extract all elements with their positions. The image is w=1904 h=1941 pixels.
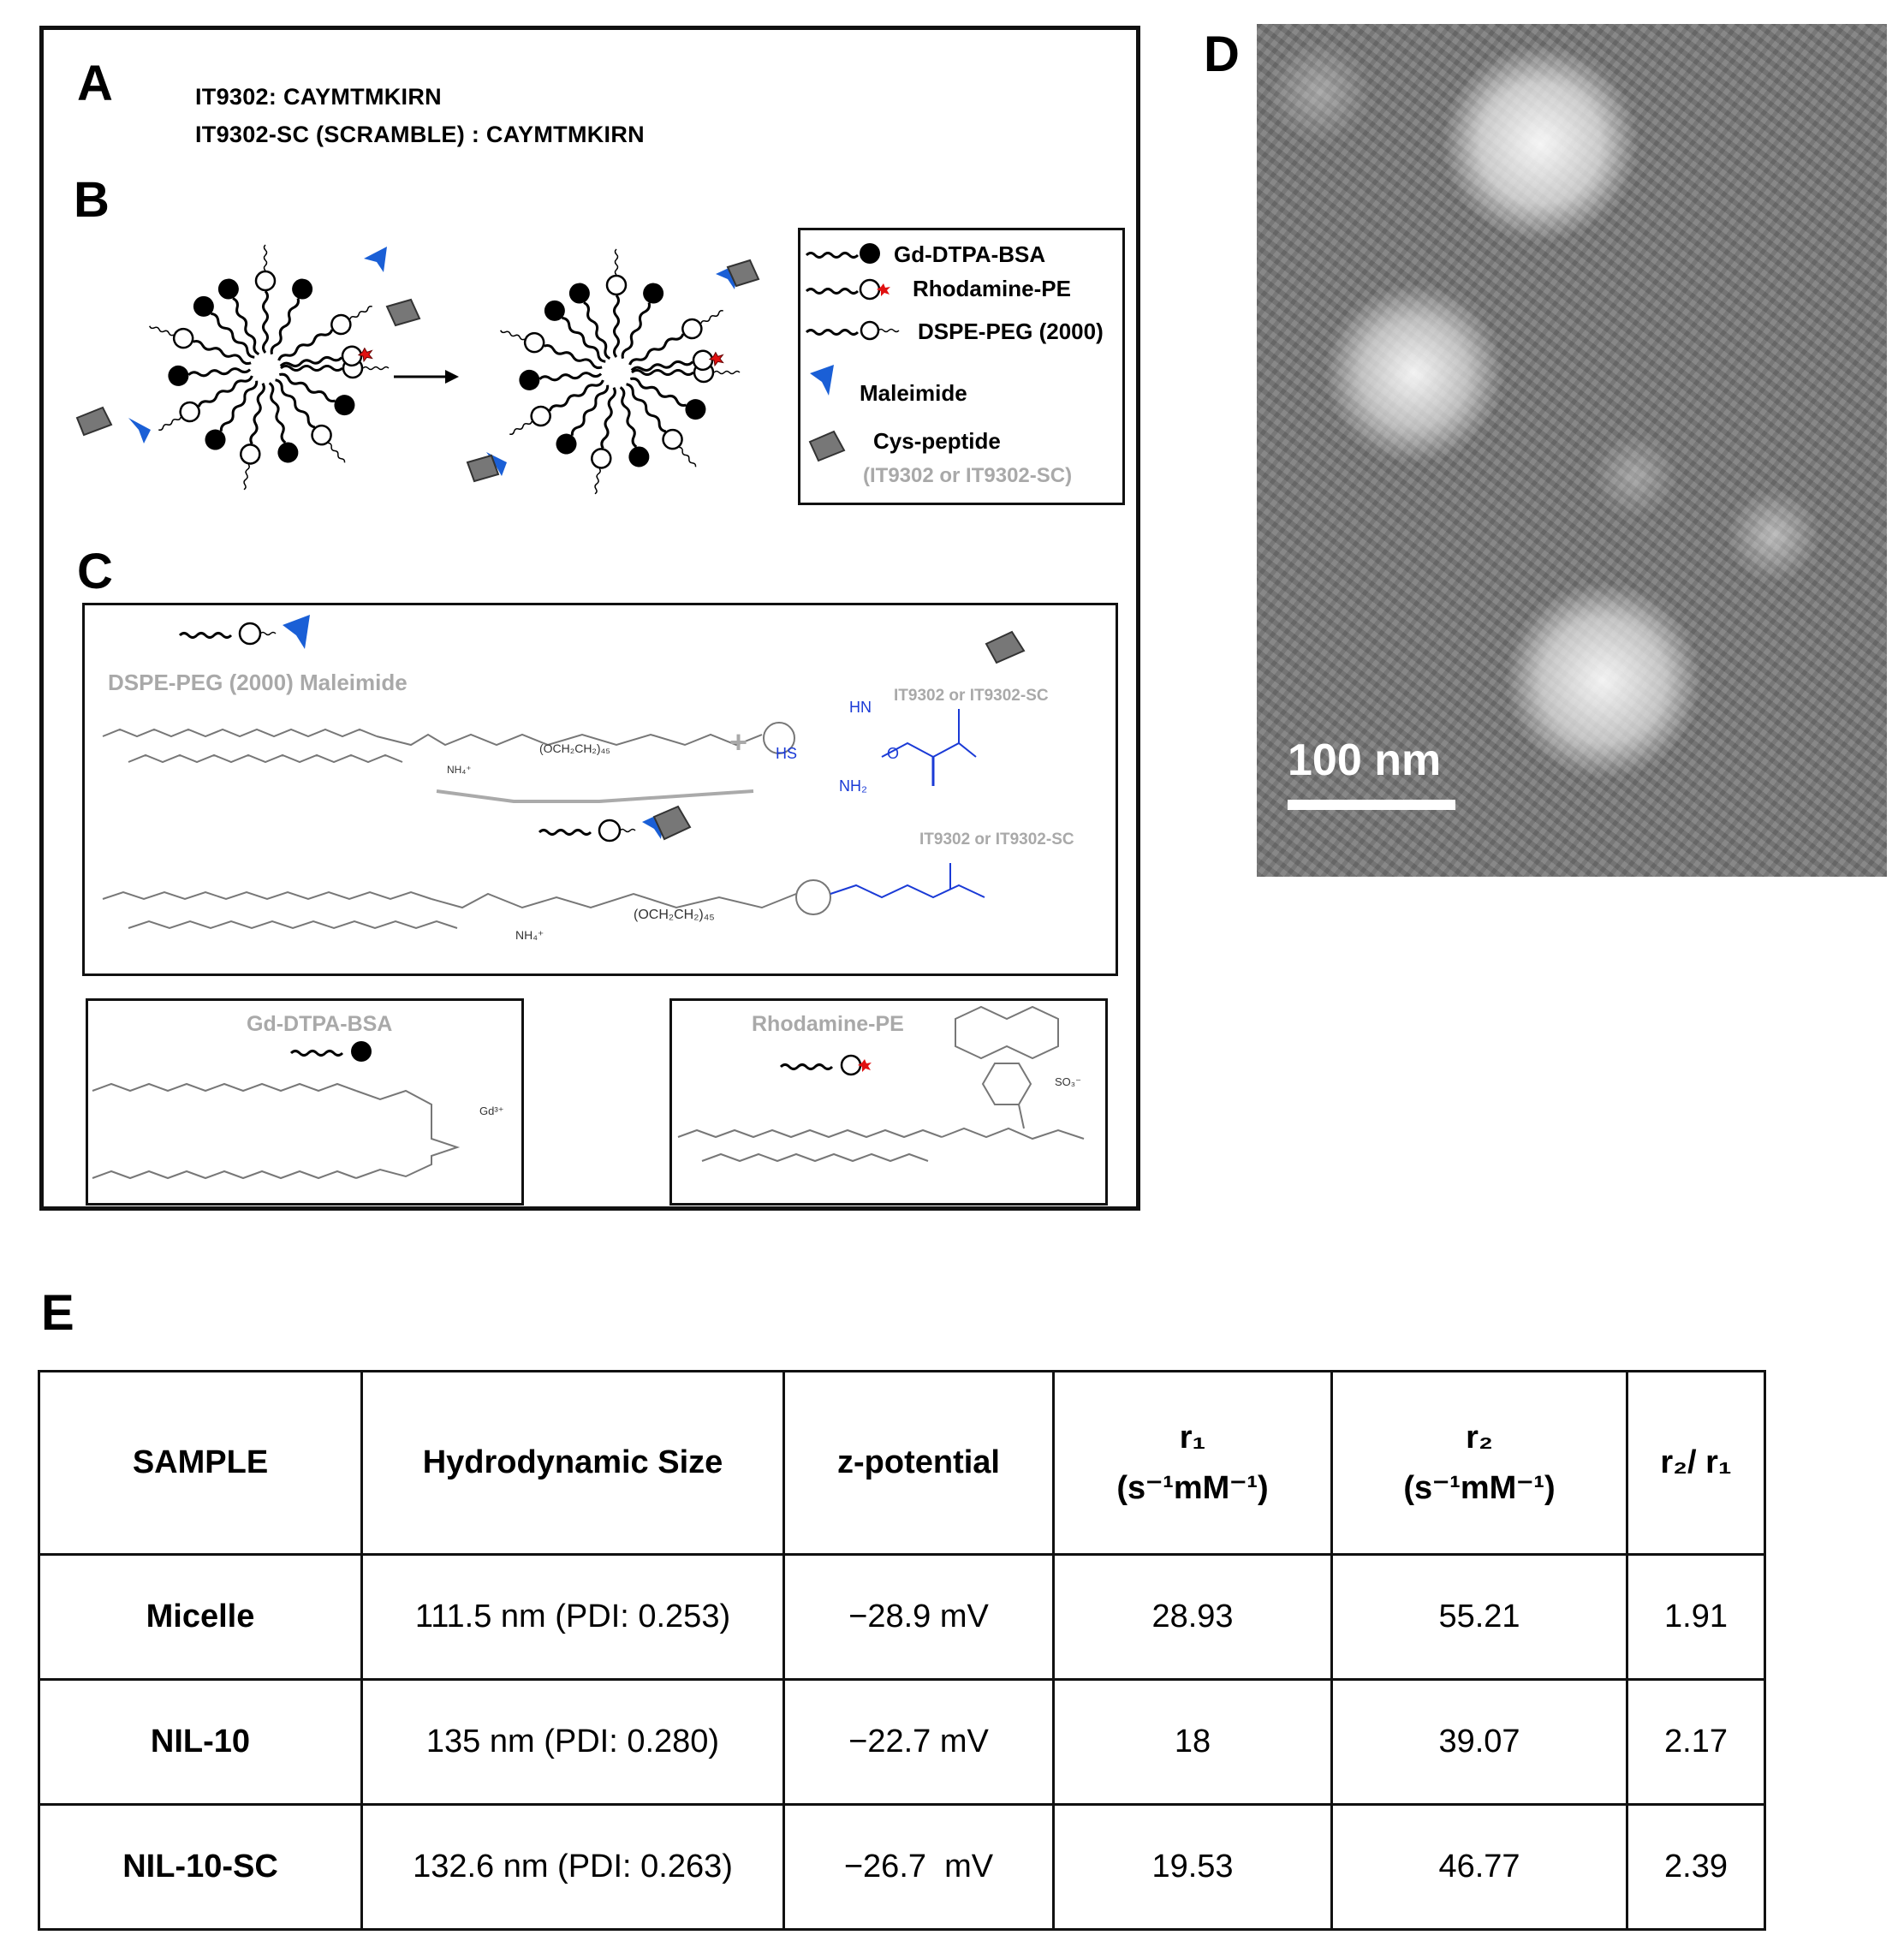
- cell-zeta: −22.7 mV: [782, 1678, 1055, 1806]
- cell-size: 132.6 nm (PDI: 0.263): [360, 1803, 785, 1931]
- legend-peptide-note: (IT9302 or IT9302-SC): [863, 464, 1073, 487]
- nh2-label: NH₂: [839, 777, 867, 795]
- cell-r2: 39.07: [1330, 1678, 1628, 1806]
- header-r2-label: r₂: [1466, 1419, 1493, 1456]
- legend-icons: [805, 243, 900, 462]
- header-z-potential: z-potential: [782, 1370, 1055, 1556]
- maleimide-title: DSPE-PEG (2000) Maleimide: [108, 670, 408, 695]
- gd-dtpa-bsa-structure: [92, 1041, 461, 1180]
- header-r1-label: r₁: [1179, 1419, 1206, 1456]
- nh4-label-2: NH₄⁺: [515, 928, 544, 942]
- cell-sample: NIL-10-SC: [38, 1803, 363, 1931]
- plus-sign: +: [729, 724, 748, 759]
- cell-sample: Micelle: [38, 1553, 363, 1681]
- header-r2: r₂ (s⁻¹mM⁻¹): [1330, 1370, 1628, 1556]
- rhodamine-pe-box: [669, 998, 1108, 1206]
- header-r2-r1-ratio: r₂/ r₁: [1626, 1370, 1766, 1556]
- header-hydrodynamic-size: Hydrodynamic Size: [360, 1370, 785, 1556]
- sequence-it9302: IT9302: CAYMTMKIRN: [195, 84, 442, 110]
- micelle-1: [145, 243, 390, 493]
- panel-abc-frame: [39, 26, 1140, 1211]
- table-header-row: SAMPLE Hydrodynamic Size z-potential r₁ …: [38, 1370, 1766, 1556]
- tem-scale-label: 100 nm: [1288, 735, 1442, 785]
- cell-size: 135 nm (PDI: 0.280): [360, 1678, 785, 1806]
- panel-label-e: E: [41, 1285, 74, 1341]
- so3-label: SO₃⁻: [1055, 1075, 1081, 1088]
- panel-label-a: A: [77, 56, 113, 111]
- cell-ratio: 2.17: [1626, 1678, 1766, 1806]
- peptide-attach-label-2: IT9302 or IT9302-SC: [919, 831, 1074, 848]
- cell-r2: 55.21: [1330, 1553, 1628, 1681]
- peg-unit-1: (OCH₂CH₂)₄₅: [539, 741, 610, 755]
- reaction-scheme: [102, 615, 1026, 930]
- panel-label-b: B: [74, 172, 110, 228]
- header-r1: r₁ (s⁻¹mM⁻¹): [1052, 1370, 1333, 1556]
- peptide-attach-label-1: IT9302 or IT9302-SC: [894, 687, 1049, 705]
- cell-ratio: 1.91: [1626, 1553, 1766, 1681]
- cell-r1: 28.93: [1052, 1553, 1333, 1681]
- micelle-2: [496, 247, 741, 497]
- rhodamine-pe-structure: [677, 1005, 1085, 1163]
- cell-zeta: −26.7 mV: [782, 1803, 1055, 1931]
- cell-sample: NIL-10: [38, 1678, 363, 1806]
- gd-dtpa-bsa-title: Gd-DTPA-BSA: [247, 1012, 393, 1036]
- hn-label: HN: [849, 699, 872, 716]
- peg-unit-2: (OCH₂CH₂)₄₅: [634, 908, 715, 922]
- cell-zeta: −28.9 mV: [782, 1553, 1055, 1681]
- cell-ratio: 2.39: [1626, 1803, 1766, 1931]
- micelle-schematic: [75, 243, 760, 497]
- legend-maleimide: Maleimide: [860, 380, 967, 406]
- reaction-box: [82, 603, 1118, 976]
- cell-r2: 46.77: [1330, 1803, 1628, 1931]
- panel-label-d: D: [1204, 27, 1240, 82]
- nh4-label-1: NH₄⁺: [447, 764, 472, 776]
- table-row: Micelle 111.5 nm (PDI: 0.253) −28.9 mV 2…: [38, 1553, 1766, 1681]
- table-row: NIL-10-SC 132.6 nm (PDI: 0.263) −26.7 mV…: [38, 1803, 1766, 1931]
- gd3-label: Gd³⁺: [479, 1104, 504, 1117]
- tem-image: 100 nm: [1257, 24, 1887, 877]
- legend-cys-peptide: Cys-peptide: [873, 428, 1001, 454]
- cell-r1: 19.53: [1052, 1803, 1333, 1931]
- header-r1-unit: (s⁻¹mM⁻¹): [1116, 1469, 1269, 1506]
- sequence-it9302-sc: IT9302-SC (SCRAMBLE) : CAYMTMKIRN: [195, 122, 645, 147]
- legend-box: [798, 228, 1125, 505]
- cell-size: 111.5 nm (PDI: 0.253): [360, 1553, 785, 1681]
- o-label: O: [887, 745, 900, 762]
- panel-label-c: C: [77, 544, 113, 599]
- legend-rhodamine-pe: Rhodamine-PE: [913, 276, 1071, 301]
- header-r2-unit: (s⁻¹mM⁻¹): [1403, 1469, 1556, 1506]
- table-row: NIL-10 135 nm (PDI: 0.280) −22.7 mV 18 3…: [38, 1678, 1766, 1806]
- legend-dspe-peg: DSPE-PEG (2000): [918, 319, 1104, 344]
- hs-label: HS: [776, 745, 798, 762]
- header-sample: SAMPLE: [38, 1370, 363, 1556]
- tem-scale-bar: [1288, 800, 1455, 810]
- properties-table: SAMPLE Hydrodynamic Size z-potential r₁ …: [38, 1370, 1766, 1931]
- cell-r1: 18: [1052, 1678, 1333, 1806]
- legend-gd-dtpa-bsa: Gd-DTPA-BSA: [894, 241, 1046, 267]
- rhodamine-pe-title: Rhodamine-PE: [752, 1012, 904, 1036]
- gd-dtpa-bsa-box: [86, 998, 524, 1206]
